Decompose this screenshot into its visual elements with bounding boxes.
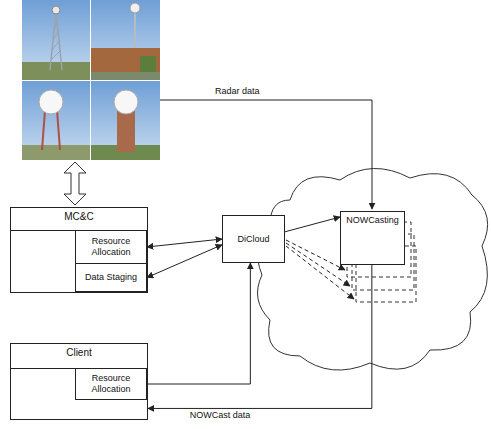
compartment-box: Data Staging: [75, 263, 147, 292]
connector-arrow: [285, 217, 340, 232]
box-label: NOWCasting: [346, 215, 399, 226]
component-box: Resource AllocationData Staging MC&C: [10, 207, 148, 293]
brick-tower: [117, 110, 135, 152]
tower-lattice: [51, 20, 61, 60]
cloud-outline: [258, 168, 488, 370]
box-label: Resource Allocation: [78, 373, 144, 395]
line-label: Radar data: [213, 86, 262, 97]
dashed-arrow: [286, 240, 345, 270]
tower-leg: [57, 110, 60, 150]
radar-photos: [22, 0, 160, 160]
photo-sky: [91, 0, 160, 80]
photo-tree: [140, 56, 156, 72]
photo-sky: [22, 0, 90, 80]
radar-dish: [52, 6, 60, 14]
service-box: DiCloud: [222, 215, 285, 263]
box-label: Resource Allocation: [78, 236, 144, 258]
radar-data-line: [160, 100, 372, 209]
box-label: DiCloud: [237, 234, 269, 245]
photo-ground: [91, 72, 160, 80]
double-arrow: [64, 162, 86, 205]
connector-arrow: [147, 245, 222, 278]
radar-dish: [130, 3, 140, 13]
radome: [39, 90, 63, 114]
tower-mast: [134, 8, 136, 48]
photo-ground: [22, 145, 90, 160]
connector-arrow: [147, 239, 222, 247]
radome: [114, 90, 138, 114]
component-box: Resource Allocation Client: [10, 343, 148, 420]
photo-sky: [91, 81, 160, 160]
connector-arrow: [148, 265, 372, 408]
process-box: NOWCasting: [340, 211, 405, 265]
photo-ground: [22, 62, 90, 80]
box-label: Data Staging: [85, 272, 137, 283]
compartment-box: Resource Allocation: [75, 230, 147, 264]
component-title: Client: [66, 347, 92, 358]
connector-arrow: [147, 263, 250, 384]
photo-building: [91, 48, 160, 72]
edge-label: NOWCast data: [188, 410, 253, 421]
photo-sky: [22, 81, 90, 160]
component-title: MC&C: [64, 211, 93, 222]
tower-leg: [56, 10, 62, 70]
tower-leg: [42, 110, 45, 150]
compartment-box: Resource Allocation: [75, 368, 147, 400]
